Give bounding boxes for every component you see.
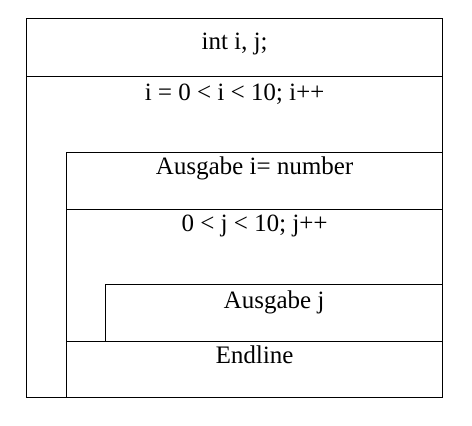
output-i-block: Ausgabe i= number [66, 152, 443, 210]
output-j-label: Ausgabe j [223, 287, 325, 314]
output-i-label: Ausgabe i= number [155, 153, 354, 180]
endline-block: Endline [66, 341, 443, 398]
declaration-label: int i, j; [201, 28, 268, 55]
inner-loop-header: 0 < j < 10; j++ [181, 210, 328, 237]
declaration-block: int i, j; [26, 18, 443, 77]
outer-loop-header: i = 0 < i < 10; i++ [144, 79, 325, 106]
endline-label: Endline [215, 342, 294, 369]
output-j-block: Ausgabe j [105, 284, 443, 342]
